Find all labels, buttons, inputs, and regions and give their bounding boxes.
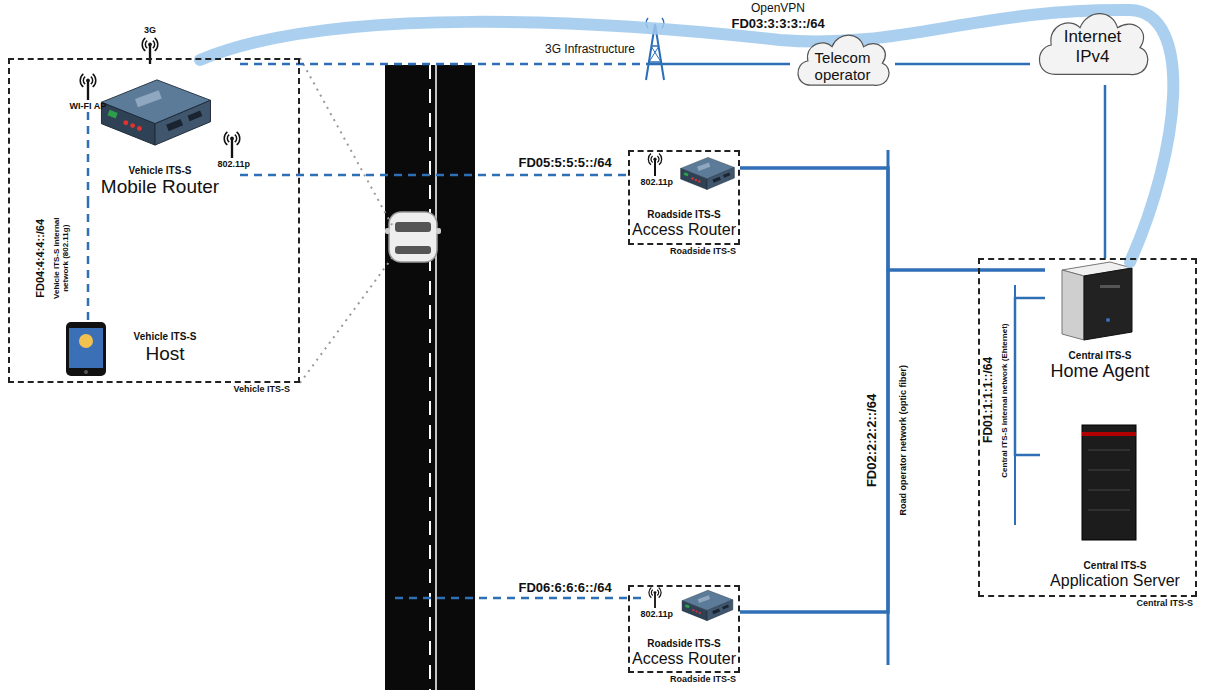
- network-label: 802.11p: [218, 159, 251, 169]
- network-label: 3G Infrastructure: [545, 43, 635, 57]
- network-label: 3G: [144, 25, 156, 35]
- 3g-link: [650, 63, 790, 66]
- network-label: WI-FI AP: [70, 101, 107, 111]
- zoom-lines: [300, 58, 392, 383]
- link-line: [740, 270, 1045, 612]
- server-rack: [1082, 425, 1136, 540]
- network-link: [740, 168, 1045, 270]
- network-label-vertical: FD04:4:4:4::/64: [34, 218, 47, 297]
- device-name: Access Router: [632, 650, 736, 668]
- network-cloud: Telecom operator: [790, 28, 895, 94]
- router-device: Roadside ITS-SAccess Router: [628, 588, 740, 670]
- computer-tower: [1062, 262, 1132, 340]
- station-heading: Central ITS-S: [1136, 598, 1193, 608]
- device-name: Home Agent: [1050, 361, 1149, 382]
- network-link: [895, 64, 1030, 65]
- device-role: Central ITS-S: [1069, 350, 1132, 362]
- router-device: Central ITS-SHome Agent: [1045, 262, 1155, 384]
- its-station-boundary: Vehicle ITS-SVehicle ITS-SMobile RouterV…: [8, 58, 300, 383]
- antennas: [80, 38, 661, 608]
- network-label: OpenVPN: [751, 2, 805, 16]
- device-role: Vehicle ITS-S: [129, 165, 192, 177]
- router-device: Central ITS-SApplication Server: [1040, 420, 1190, 592]
- network-label-vertical: FD01:1:1:1::/64: [982, 357, 996, 443]
- its-station-boundary: Central ITS-SCentral ITS-SHome AgentCent…: [978, 258, 1197, 597]
- network-label-vertical: FD02:2:2:2::/64: [865, 393, 880, 486]
- car: [385, 212, 441, 262]
- its-station-boundary: Roadside ITS-SRoadside ITS-SAccess Route…: [628, 585, 740, 673]
- network-link: [200, 10, 1173, 262]
- its-station-boundary: Roadside ITS-SRoadside ITS-SAccess Route…: [628, 150, 740, 245]
- vpn-tunnel: [200, 10, 1173, 262]
- device-role: Vehicle ITS-S: [134, 331, 197, 343]
- device-role: Roadside ITS-S: [647, 638, 720, 650]
- cloud-label: Telecom operator: [806, 49, 879, 84]
- link-line: [740, 168, 1045, 270]
- smartphone: [66, 322, 106, 376]
- network-cloud: Internet IPv4: [1030, 5, 1155, 85]
- link-line: [1015, 298, 1045, 455]
- router-device: Roadside ITS-SAccess Router: [628, 153, 740, 241]
- network-link: [740, 270, 1045, 612]
- router-device: Vehicle ITS-SMobile Router: [80, 60, 240, 200]
- network-label-vertical: Road operator network (optic fiber): [898, 365, 908, 516]
- device-name: Host: [145, 343, 184, 365]
- network-label: 802.11p: [641, 177, 674, 187]
- cloud-label: Internet IPv4: [1046, 27, 1139, 66]
- station-heading: Roadside ITS-S: [670, 246, 736, 256]
- network-link: [88, 200, 89, 320]
- link-line: [1104, 85, 1107, 258]
- 3g-link: [240, 63, 650, 66]
- station-heading: Roadside ITS-S: [670, 674, 736, 684]
- device-name: Mobile Router: [101, 176, 219, 198]
- router-devices: [101, 80, 734, 621]
- network-label: FD06:6:6:6::/64: [519, 581, 612, 596]
- link-line: [895, 63, 1030, 66]
- device-name: Application Server: [1050, 572, 1180, 590]
- device-role: Roadside ITS-S: [647, 209, 720, 221]
- station-heading: Vehicle ITS-S: [233, 384, 290, 394]
- device-name: Access Router: [632, 221, 736, 239]
- link-line: [740, 168, 888, 612]
- network-link: [240, 64, 790, 65]
- network-link: [1105, 85, 1106, 258]
- network-label: FD03:3:3:3::/64: [732, 17, 825, 32]
- device-role: Central ITS-S: [1084, 560, 1147, 572]
- link-line: [87, 200, 90, 320]
- host-device: Vehicle ITS-SHost: [60, 320, 220, 378]
- network-label-vertical: Central ITS-S internal network (Ehternet…: [1000, 323, 1009, 477]
- network-link: [740, 168, 888, 612]
- network-link: [1015, 298, 1045, 455]
- road: [385, 65, 475, 690]
- network-label: 802.11p: [641, 609, 674, 619]
- network-wires: [88, 112, 1015, 665]
- network-label-vertical: Vehicle ITS-S internal network (802.11g): [52, 202, 70, 314]
- network-label: FD05:5:5:5::/64: [519, 156, 612, 171]
